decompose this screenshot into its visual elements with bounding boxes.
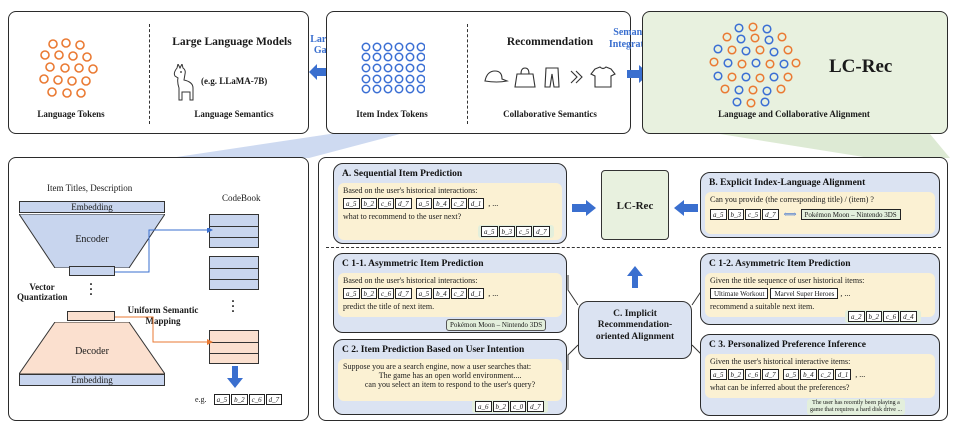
down-arrow: [227, 366, 243, 388]
dashed-separator: [326, 247, 941, 248]
codebook-label: CodeBook: [222, 193, 261, 203]
answer-text: The user has recently been playing a gam…: [807, 399, 905, 416]
card-title: B. Explicit Index-Language Alignment: [709, 178, 866, 188]
uniform-semantic-mapping-label: Uniform Semantic Mapping: [127, 305, 199, 326]
decoder-label: Decoder: [75, 346, 109, 357]
card-personalized-preference-inference: C 3. Personalized Preference Inference G…: [700, 334, 940, 416]
embedding-bottom-bar: Embedding: [19, 374, 165, 386]
lcrec-title: LC-Rec: [829, 56, 893, 77]
codebook-entry: [209, 330, 259, 364]
divider: [149, 24, 150, 124]
encoder-label: Encoder: [75, 234, 109, 245]
card-title: C 1-1. Asymmetric Item Prediction: [342, 259, 484, 269]
code-token: d_7: [265, 394, 283, 405]
large-gap-label: Large Gap: [310, 34, 336, 56]
code-token: c_6: [248, 394, 265, 405]
double-arrow-icon: ⟺: [783, 209, 797, 220]
item-index-tokens-label: Item Index Tokens: [356, 109, 428, 119]
card-sequential-item-prediction: A. Sequential Item Prediction Based on t…: [333, 163, 567, 244]
shirt-icon: [590, 66, 616, 88]
decoder-shape: [19, 322, 165, 374]
prompt-box: Given the title sequence of user histori…: [705, 273, 935, 317]
vector-quantization-label: Vector Quantization: [17, 282, 68, 303]
codebook-entry: [209, 256, 259, 290]
lcrec-center-box: LC-Rec: [601, 170, 669, 240]
tokenizer-panel: Item Titles, Description Embedding Encod…: [8, 157, 309, 421]
input-label: Item Titles, Description: [47, 183, 133, 193]
vertical-ellipsis: ···: [231, 294, 236, 318]
code-token: b_2: [231, 394, 248, 405]
semantic-integration-label: Semantic Integration: [608, 27, 658, 50]
card-explicit-index-language-alignment: B. Explicit Index-Language Alignment Can…: [700, 172, 940, 238]
card-title: A. Sequential Item Prediction: [342, 169, 463, 179]
language-tokens-label: Language Tokens: [37, 109, 105, 119]
vertical-ellipsis: ···: [89, 277, 94, 301]
card-asymmetric-item-prediction-1: C 1-1. Asymmetric Item Prediction Based …: [333, 253, 567, 333]
codebook-entry: [209, 214, 259, 248]
top-panel-item: Item Index Tokens Recommendation Collabo…: [326, 11, 631, 134]
divider: [467, 24, 468, 124]
zoom-wedges: [170, 134, 950, 158]
item-tokens-grid: [361, 42, 425, 94]
arrow-right: [572, 200, 596, 216]
prompt-box: Suppose you are a search engine, now a u…: [338, 359, 562, 401]
chevron-right-icon: [570, 70, 583, 84]
answer-title: Pokémon Moon – Nintendo 3DS: [446, 319, 547, 332]
card-title: C 2. Item Prediction Based on User Inten…: [342, 345, 525, 355]
code-token: a_5: [213, 394, 231, 405]
encoder-to-codebook-line: [115, 228, 213, 273]
card-item-prediction-user-intention: C 2. Item Prediction Based on User Inten…: [333, 339, 567, 415]
prompt-box: Given the user's historical interactive …: [705, 354, 935, 398]
top-panel-language: Language Tokens Large Language Models (e…: [8, 11, 309, 134]
language-semantics-label: Language Semantics: [194, 109, 274, 119]
implicit-alignment-box: C. Implicit Recommendation- oriented Ali…: [578, 301, 692, 359]
card-title: C 3. Personalized Preference Inference: [709, 340, 866, 350]
prompt-box: Can you provide (the corresponding title…: [705, 192, 935, 234]
embedding-top-bar: Embedding: [19, 201, 165, 213]
card-asymmetric-item-prediction-2: C 1-2. Asymmetric Item Prediction Given …: [700, 253, 940, 325]
encoder-shape: [19, 214, 165, 268]
collaborative-semantics-label: Collaborative Semantics: [503, 109, 597, 119]
mixed-tokens-cluster: [709, 22, 801, 108]
recommendation-title: Recommendation: [506, 36, 594, 48]
quantized-bar: [67, 311, 115, 321]
connector-lines: [567, 275, 703, 370]
llama-icon: [169, 62, 197, 107]
cap-icon: [484, 70, 509, 83]
latent-bar: [69, 266, 115, 276]
alignment-subtitle: Language and Collaborative Alignment: [718, 109, 870, 119]
card-title: C 1-2. Asymmetric Item Prediction: [709, 259, 851, 269]
pants-icon: [544, 67, 560, 88]
decoder-to-codebook-line: [115, 316, 213, 345]
arrow-left: [674, 200, 698, 216]
top-panel-lcrec: LC-Rec Language and Collaborative Alignm…: [642, 11, 948, 134]
language-tokens-cluster: [39, 38, 98, 98]
prompt-box: Based on the user's historical interacti…: [338, 273, 562, 317]
arrow-up: [627, 266, 643, 288]
bag-icon: [514, 67, 536, 88]
product-icons: [483, 65, 623, 94]
llm-example: (e.g. LLaMA-7B): [201, 76, 268, 86]
llm-title: Large Language Models: [172, 36, 292, 48]
